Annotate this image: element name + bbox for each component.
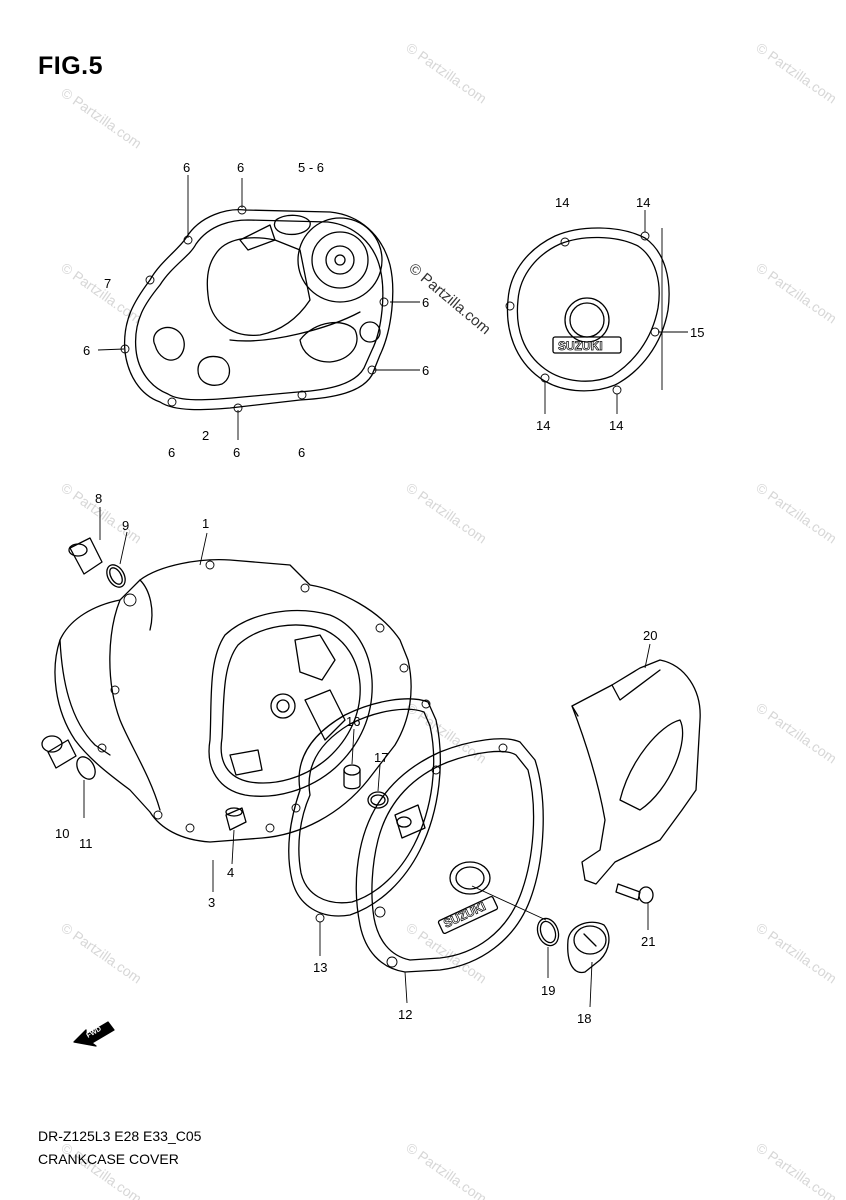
leader-lines xyxy=(83,175,688,1008)
callout-number: 14 xyxy=(636,195,650,210)
watermark: © Partzilla.com xyxy=(753,919,839,986)
callout-number: 18 xyxy=(577,1011,591,1026)
inspection-cap xyxy=(536,917,610,974)
crankcase-cover xyxy=(54,559,412,843)
watermark: © Partzilla.com xyxy=(753,259,839,326)
front-direction-arrow-icon: FWD xyxy=(73,1021,115,1047)
callout-number: 6 xyxy=(298,445,305,460)
watermark: © Partzilla.com xyxy=(753,479,839,546)
callout-number: 8 xyxy=(95,491,102,506)
callout-number: 14 xyxy=(609,418,623,433)
callout-number: 19 xyxy=(541,983,555,998)
watermark: © Partzilla.com xyxy=(58,259,144,326)
callout-number: 17 xyxy=(374,750,388,765)
watermark: © Partzilla.com xyxy=(403,39,489,106)
callout-number: 11 xyxy=(79,836,93,851)
dowel-and-o-ring xyxy=(343,764,389,809)
callout-number: 12 xyxy=(398,1007,412,1022)
callout-number: 14 xyxy=(536,418,550,433)
callout-number: 6 xyxy=(168,445,175,460)
watermark: © Partzilla.com xyxy=(58,1139,144,1200)
callout-number: 6 xyxy=(233,445,240,460)
callout-number: 3 xyxy=(208,895,215,910)
bolt xyxy=(615,883,654,904)
watermark: © Partzilla.com xyxy=(753,699,839,766)
sprocket-cover xyxy=(571,659,701,885)
watermark: © Partzilla.com xyxy=(58,84,144,151)
figure-label: FIG.5 xyxy=(38,52,104,80)
watermark: © Partzilla.com xyxy=(405,260,493,338)
dowel-pin xyxy=(225,807,247,831)
callout-labels: 6 6 5 - 6 7 6 6 6 2 6 6 6 14 14 15 14 14… xyxy=(55,160,704,1026)
callout-number: 6 xyxy=(183,160,190,175)
watermark: © Partzilla.com xyxy=(753,39,839,106)
clutch-cover-gasket xyxy=(120,205,394,413)
callout-number: 5 - 6 xyxy=(298,160,324,175)
callout-number: 6 xyxy=(422,363,429,378)
callout-number: 6 xyxy=(422,295,429,310)
generator-cover-gasket: SUZUKI xyxy=(505,227,670,395)
callout-number: 21 xyxy=(641,934,655,949)
generator-gasket xyxy=(288,698,441,923)
watermark: © Partzilla.com xyxy=(403,479,489,546)
model-code: DR-Z125L3 E28 E33_C05 xyxy=(38,1128,202,1144)
oil-filler-plug xyxy=(68,537,126,588)
callout-number: 13 xyxy=(313,960,327,975)
watermark: © Partzilla.com xyxy=(753,1139,839,1200)
watermark: © Partzilla.com xyxy=(403,1139,489,1200)
drain-plug xyxy=(41,735,96,780)
section-name: CRANKCASE COVER xyxy=(38,1151,179,1167)
callout-number: 1 xyxy=(202,516,209,531)
watermark-layer: © Partzilla.com © Partzilla.com © Partzi… xyxy=(58,39,839,1200)
callout-number: 15 xyxy=(690,325,704,340)
callout-number: 6 xyxy=(237,160,244,175)
callout-number: 10 xyxy=(55,826,69,841)
watermark: © Partzilla.com xyxy=(58,479,144,546)
callout-number: 16 xyxy=(346,714,360,729)
watermark: © Partzilla.com xyxy=(58,919,144,986)
callout-number: 6 xyxy=(83,343,90,358)
callout-number: 4 xyxy=(227,865,234,880)
brand-logo: SUZUKI xyxy=(558,339,603,353)
callout-number: 7 xyxy=(104,276,111,291)
callout-number: 9 xyxy=(122,518,129,533)
callout-number: 2 xyxy=(202,428,209,443)
generator-cover: SUZUKI xyxy=(355,738,544,973)
callout-number: 20 xyxy=(643,628,657,643)
callout-number: 14 xyxy=(555,195,569,210)
brand-logo: SUZUKI xyxy=(441,899,487,931)
clutch-cover-outline xyxy=(229,214,383,343)
